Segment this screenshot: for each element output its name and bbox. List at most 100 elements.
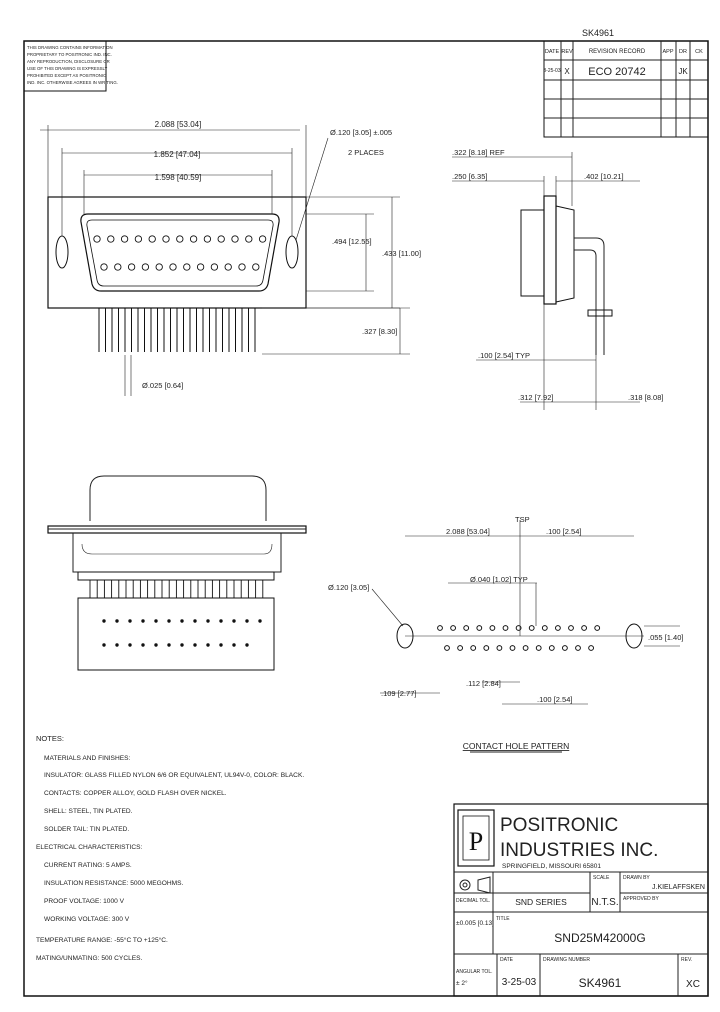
pattern-hole (470, 645, 477, 651)
pattern-hole (463, 625, 470, 631)
rev-header-ck: CK (695, 49, 703, 55)
pattern-hole (444, 645, 450, 651)
front-pin (231, 235, 239, 243)
front-pin (114, 263, 122, 271)
dim-pattern-c: .055 [1.40] (648, 633, 683, 642)
note-line: PROOF VOLTAGE: 1000 V (44, 898, 125, 905)
bottom-contact-dot (167, 643, 171, 647)
rev-header-dr: DR (679, 49, 687, 55)
bottom-contact-dot (128, 619, 132, 623)
pattern-hole (522, 645, 529, 651)
note-line: WORKING VOLTAGE: 300 V (44, 916, 130, 923)
front-pin (224, 263, 232, 271)
rev-row-record: ECO 20742 (588, 66, 645, 78)
rev-label: REV. (681, 957, 692, 963)
contact-hole-pattern: 2.088 [53.04] .100 [2.54] TSP Ø.120 [3.0… (328, 515, 683, 753)
pattern-hole (562, 645, 568, 651)
front-pin (148, 235, 156, 243)
positronic-logo: P (457, 809, 495, 867)
note-line: CONTACTS: COPPER ALLOY, GOLD FLASH OVER … (44, 790, 227, 797)
pattern-hole (594, 625, 601, 631)
pattern-hole (588, 645, 594, 651)
note-line: CURRENT RATING: 5 AMPS. (44, 862, 132, 869)
front-pin (169, 263, 177, 271)
drawing-border (23, 40, 709, 997)
pattern-hole (496, 645, 503, 651)
dim-tail-dia: Ø.025 [0.64] (142, 381, 183, 390)
pattern-hole (515, 625, 522, 631)
dim-tail-length: .327 [8.30] (362, 327, 397, 336)
dim-side-d: .318 [8.08] (628, 393, 663, 402)
note-line: MATERIALS AND FINISHES: (44, 755, 131, 762)
bottom-contact-dot (102, 643, 106, 647)
front-pin (141, 263, 150, 271)
pattern-hole (457, 645, 464, 651)
company-name-line2: INDUSTRIES INC. (500, 840, 658, 861)
company-location: SPRINGFIELD, MISSOURI 65801 (502, 863, 601, 870)
drawn-by-value: J.KIELAFFSKEN (652, 884, 705, 891)
bottom-contact-dot (258, 619, 262, 623)
dim-side-a: .250 [6.35] (452, 172, 487, 181)
note-line: MATING/UNMATING: 500 CYCLES. (36, 955, 143, 962)
dim-flange-height: .433 [11.00] (382, 249, 421, 258)
rev-header-date: DATE (545, 49, 560, 55)
svg-text:P: P (469, 827, 483, 856)
dim-side-top: .322 [8.18] REF (452, 148, 505, 157)
dim-pattern-offset: .100 [2.54] (537, 695, 572, 704)
front-pin (107, 235, 115, 243)
front-pin (203, 235, 212, 243)
front-pin (127, 263, 136, 271)
drawing-no-label: DRAWING NUMBER (543, 957, 590, 963)
date-value: 3-25-03 (502, 977, 537, 988)
front-view (47, 196, 307, 352)
front-pin (100, 263, 108, 271)
bottom-contact-dot (206, 643, 210, 647)
dim-shell-width: 1.598 [40.59] (155, 173, 202, 182)
bottom-contact-dot (115, 643, 119, 647)
angular-tol-label: ANGULAR TOL. (456, 969, 493, 975)
dim-overall-width: 2.088 [53.04] (155, 120, 202, 129)
angular-tol-value: ± 2° (456, 979, 468, 987)
pattern-hole (535, 645, 542, 651)
pattern-hole (568, 625, 574, 631)
disclaimer-line: IND. INC. OTHERWISE AGREES IN WRITING. (27, 80, 118, 85)
front-pin (155, 263, 163, 271)
pattern-hole (575, 645, 581, 651)
dim-pattern-b: .100 [2.54] (546, 527, 581, 536)
rev-value: XC (686, 979, 700, 990)
pattern-hole (528, 625, 535, 631)
pattern-hole (548, 645, 555, 651)
note-line: INSULATION RESISTANCE: 5000 MEGOHMS. (44, 880, 184, 887)
dim-pattern-mount: Ø.120 [3.05] (328, 583, 369, 592)
pattern-hole (502, 625, 509, 631)
front-pin (258, 235, 267, 243)
pattern-hole (581, 625, 587, 631)
notes: NOTES: MATERIALS AND FINISHES: INSULATOR… (36, 734, 304, 962)
bottom-contact-dot (154, 619, 158, 623)
pattern-hole (450, 625, 457, 631)
bottom-contact-dot (245, 643, 249, 647)
notes-title: NOTES: (36, 734, 64, 743)
title-block: P POSITRONIC INDUSTRIES INC. SPRINGFIELD… (453, 803, 709, 997)
bottom-contact-dot (193, 643, 197, 647)
dim-shell-height: .494 [12.55] (332, 237, 372, 246)
disclaimer-line: ANY REPRODUCTION, DISCLOSURE OR (27, 59, 110, 64)
scale-label: SCALE (593, 875, 610, 881)
front-pin (245, 235, 253, 243)
side-view (520, 195, 613, 355)
pattern-hole (437, 625, 443, 631)
dim-pattern-hole: Ø.040 [1.02] TYP (470, 575, 528, 584)
bottom-contact-dot (115, 619, 119, 623)
front-pin (120, 235, 129, 243)
note-line: TEMPERATURE RANGE: -55°C TO +125°C. (36, 936, 168, 944)
front-pin (189, 235, 198, 243)
third-angle-projection-icon (459, 876, 491, 894)
solder-tails (98, 308, 256, 352)
bottom-tails (89, 580, 264, 598)
date-label: DATE (500, 957, 514, 963)
company-name-line1: POSITRONIC (500, 815, 618, 836)
dim-mount-spacing: 1.852 [47.04] (154, 150, 201, 159)
bottom-contact-dot (141, 643, 145, 647)
dim-pattern-a: 2.088 [53.04] (446, 527, 490, 536)
bottom-contact-dot (180, 619, 184, 623)
